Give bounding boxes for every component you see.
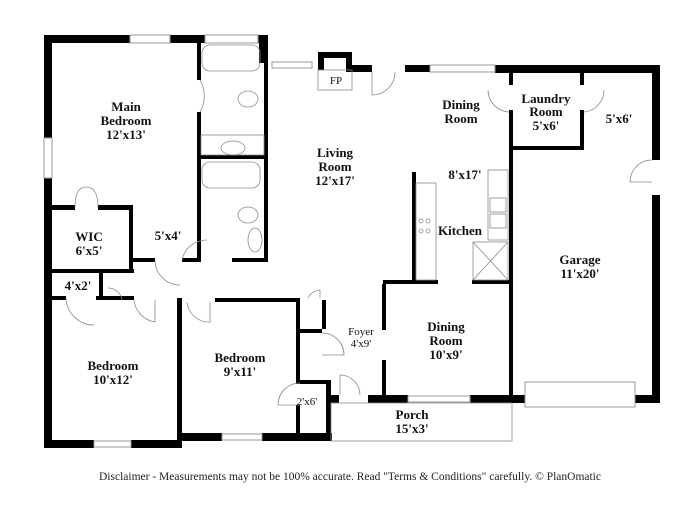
main-bedroom-label-2: Bedroom: [100, 113, 151, 128]
hall-size: 5'x4': [155, 228, 182, 243]
laundry-size: 5'x6': [533, 118, 560, 133]
garage-size: 11'x20': [560, 266, 599, 281]
wic-size: 6'x5': [76, 243, 103, 258]
porch-size: 15'x3': [395, 421, 428, 436]
walls: [44, 35, 660, 448]
living-room-size: 12'x17': [315, 173, 355, 188]
closet-2x6-size: 2'x6': [297, 396, 317, 408]
bedroom-mid-label: Bedroom: [214, 350, 265, 365]
dining-label-2: Room: [429, 333, 462, 348]
bedroom-mid-size: 9'x11': [224, 364, 257, 379]
foyer-size: 4'x9': [351, 338, 371, 350]
room-labels: Main Bedroom 12'x13' WIC 6'x5' 5'x4' 4'x…: [65, 75, 633, 436]
dining-top-label-2: Room: [444, 111, 477, 126]
laundry-label-1: Laundry: [521, 91, 571, 106]
bedroom-left-label: Bedroom: [87, 358, 138, 373]
main-bedroom-label-1: Main: [111, 99, 141, 114]
living-room-label-1: Living: [317, 145, 354, 160]
dining-size: 10'x9': [429, 347, 462, 362]
dining-label-1: Dining: [427, 319, 465, 334]
bedroom-left-size: 10'x12': [93, 372, 133, 387]
kitchen-size: 8'x17': [448, 167, 481, 182]
laundry-label-2: Room: [529, 104, 562, 119]
wic-label: WIC: [75, 229, 102, 244]
garage-door: [524, 381, 636, 408]
kitchen-label: Kitchen: [438, 223, 483, 238]
closet-size: 4'x2': [65, 278, 92, 293]
living-room-label-2: Room: [318, 159, 351, 174]
doors: [65, 71, 653, 406]
fireplace-label: FP: [330, 75, 342, 87]
porch-label: Porch: [396, 407, 430, 422]
garage-nook-size: 5'x6': [606, 111, 633, 126]
main-bedroom-size: 12'x13': [106, 127, 146, 142]
foyer-label: Foyer: [348, 326, 374, 338]
windows: [43, 34, 636, 448]
fixtures: [200, 44, 513, 442]
garage-label: Garage: [559, 252, 600, 267]
disclaimer: Disclaimer - Measurements may not be 100…: [99, 471, 601, 483]
dining-top-label-1: Dining: [442, 97, 480, 112]
